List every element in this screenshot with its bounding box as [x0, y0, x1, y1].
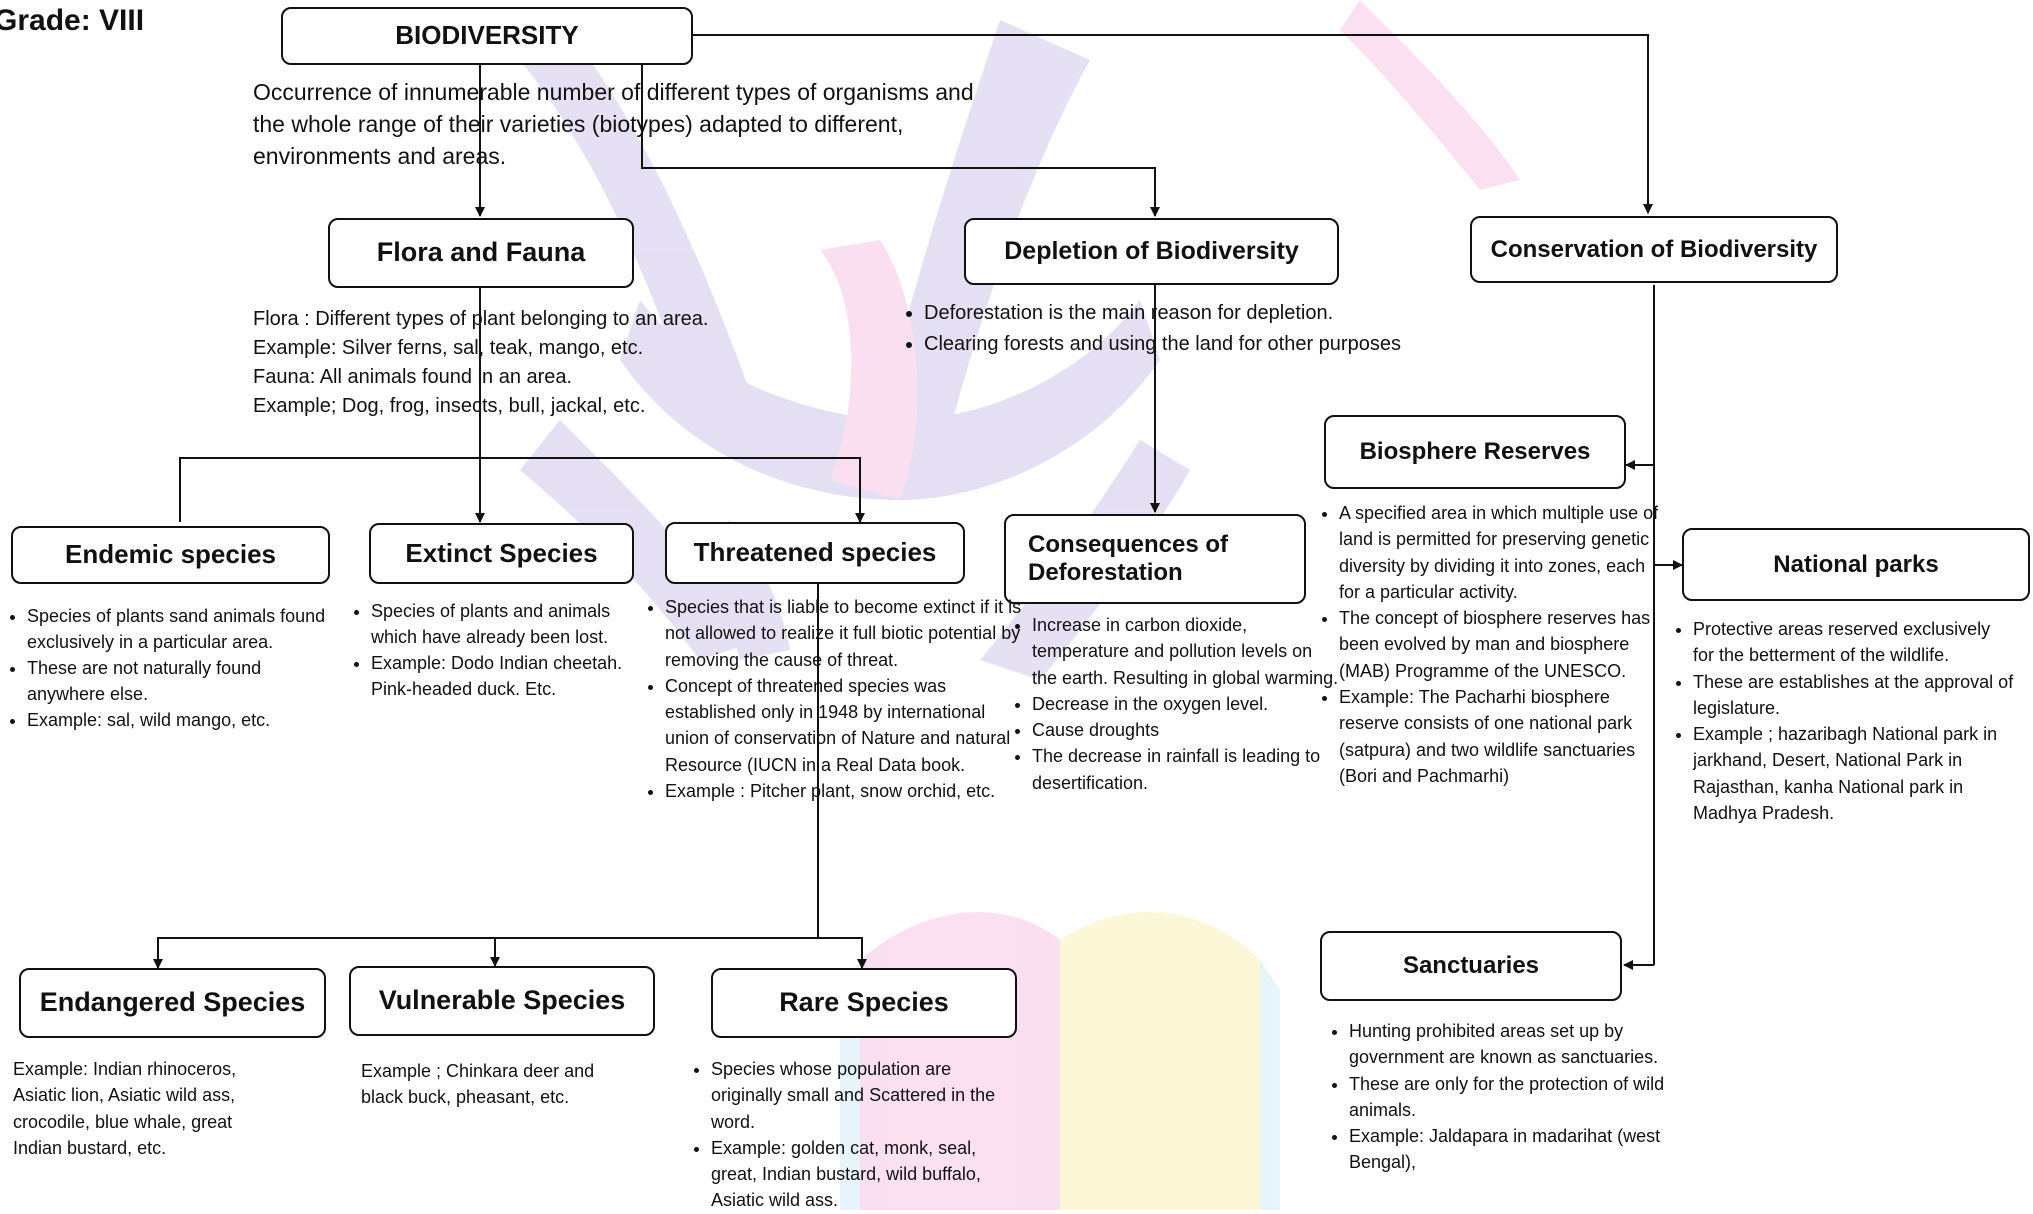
biosphere-bullet: The concept of biosphere reserves has be… — [1339, 605, 1664, 684]
vulnerable-line: black buck, pheasant, etc. — [361, 1087, 570, 1108]
extinct-bullets: Species of plants and animals which have… — [345, 598, 647, 702]
node-biosphere-reserves: Biosphere Reserves — [1324, 415, 1626, 489]
consequences-bullet: Increase in carbon dioxide, temperature … — [1032, 612, 1342, 691]
node-sanctuaries-title: Sanctuaries — [1402, 952, 1540, 980]
biosphere-bullet: Example: The Pacharhi biosphere reserve … — [1339, 684, 1664, 789]
node-consequences: Consequences of Deforestation — [1004, 514, 1306, 604]
node-threatened-title: Threatened species — [693, 537, 937, 568]
sanctuaries-bullet: These are only for the protection of wil… — [1349, 1071, 1669, 1124]
endemic-bullets: Species of plants sand animals found exc… — [1, 603, 327, 733]
consequences-bullet: The decrease in rainfall is leading to d… — [1032, 743, 1342, 796]
rare-bullets: Species whose population are originally … — [685, 1056, 1017, 1214]
sanctuaries-bullets: Hunting prohibited areas set up by gover… — [1323, 1018, 1669, 1176]
flora-fauna-line: Flora : Different types of plant belongi… — [253, 308, 709, 330]
flora-fauna-line: Example; Dog, frog, insects, bull, jacka… — [253, 395, 646, 417]
node-vulnerable: Vulnerable Species — [349, 966, 655, 1036]
biosphere-bullet: A specified area in which multiple use o… — [1339, 500, 1664, 605]
node-rare: Rare Species — [711, 968, 1017, 1038]
rare-bullet: Example: golden cat, monk, seal, great, … — [711, 1135, 1017, 1214]
threatened-bullet: Example : Pitcher plant, snow orchid, et… — [665, 778, 1023, 804]
node-threatened: Threatened species — [665, 522, 965, 584]
node-endangered: Endangered Species — [19, 968, 326, 1038]
node-extinct-title: Extinct Species — [405, 537, 598, 568]
node-biodiversity-title: BIODIVERSITY — [395, 20, 579, 51]
threatened-bullet: Species that is liable to become extinct… — [665, 594, 1023, 673]
node-national-parks-title: National parks — [1773, 550, 1939, 578]
node-conservation: Conservation of Biodiversity — [1470, 216, 1838, 283]
consequences-bullet: Decrease in the oxygen level. — [1032, 691, 1342, 717]
endangered-line: Asiatic lion, Asiatic wild ass, — [13, 1085, 236, 1106]
node-rare-title: Rare Species — [779, 987, 949, 1018]
threatened-bullets: Species that is liable to become extinct… — [639, 594, 1023, 804]
national-parks-bullets: Protective areas reserved exclusively fo… — [1667, 616, 2015, 826]
national-parks-bullet: These are establishes at the approval of… — [1693, 669, 2015, 722]
national-parks-bullet: Example ; hazaribagh National park in ja… — [1693, 721, 2015, 826]
endangered-line: Example: Indian rhinoceros, — [13, 1059, 237, 1079]
depletion-bullet: Clearing forests and using the land for … — [924, 329, 1484, 360]
endangered-line: crocodile, blue whale, great — [13, 1111, 233, 1132]
extinct-bullet: Species of plants and animals which have… — [371, 598, 647, 650]
node-national-parks: National parks — [1682, 528, 2030, 601]
node-depletion: Depletion of Biodiversity — [964, 218, 1339, 285]
sanctuaries-bullet: Example: Jaldapara in madarihat (west Be… — [1349, 1123, 1669, 1176]
node-biosphere-title: Biosphere Reserves — [1359, 438, 1591, 466]
node-flora-fauna: Flora and Fauna — [328, 218, 634, 288]
rare-bullet: Species whose population are originally … — [711, 1056, 1017, 1135]
depletion-bullets: Deforestation is the main reason for dep… — [898, 298, 1484, 360]
endangered-line: Indian bustard, etc. — [13, 1137, 167, 1158]
sanctuaries-bullet: Hunting prohibited areas set up by gover… — [1349, 1018, 1669, 1071]
vulnerable-line: Example ; Chinkara deer and — [361, 1061, 595, 1081]
node-endangered-title: Endangered Species — [39, 987, 306, 1018]
flora-fauna-text: Flora : Different types of plant belongi… — [253, 305, 708, 421]
node-endemic: Endemic species — [11, 526, 330, 584]
node-endemic-title: Endemic species — [65, 539, 276, 570]
grade-label: Grade: VIII — [0, 4, 145, 37]
definition-line: Occurrence of innumerable number of diff… — [253, 79, 974, 105]
national-parks-bullet: Protective areas reserved exclusively fo… — [1693, 616, 2015, 669]
endemic-bullet: Species of plants sand animals found exc… — [27, 603, 327, 655]
consequences-bullets: Increase in carbon dioxide, temperature … — [1006, 612, 1342, 796]
threatened-bullet: Concept of threatened species was establ… — [665, 673, 1023, 778]
biosphere-bullets: A specified area in which multiple use o… — [1313, 500, 1664, 789]
definition-line: environments and areas. — [253, 143, 507, 169]
node-vulnerable-title: Vulnerable Species — [378, 985, 626, 1016]
endangered-text: Example: Indian rhinoceros, Asiatic lion… — [13, 1056, 236, 1161]
flora-fauna-line: Fauna: All animals found in an area. — [253, 366, 573, 388]
node-sanctuaries: Sanctuaries — [1320, 931, 1622, 1001]
biodiversity-definition: Occurrence of innumerable number of diff… — [253, 76, 974, 172]
depletion-bullet: Deforestation is the main reason for dep… — [924, 298, 1484, 329]
endemic-bullet: These are not naturally found anywhere e… — [27, 655, 327, 707]
flora-fauna-line: Example: Silver ferns, sal, teak, mango,… — [253, 337, 644, 359]
node-conservation-title: Conservation of Biodiversity — [1490, 235, 1818, 263]
node-extinct: Extinct Species — [369, 523, 634, 584]
node-depletion-title: Depletion of Biodiversity — [1004, 237, 1299, 266]
endemic-bullet: Example: sal, wild mango, etc. — [27, 707, 327, 733]
consequences-bullet: Cause droughts — [1032, 717, 1342, 743]
vulnerable-text: Example ; Chinkara deer and black buck, … — [361, 1058, 594, 1111]
node-consequences-title: Consequences of Deforestation — [1028, 531, 1229, 586]
node-biodiversity: BIODIVERSITY — [281, 7, 693, 65]
extinct-bullet: Example: Dodo Indian cheetah. Pink-heade… — [371, 650, 647, 702]
definition-line: the whole range of their varieties (biot… — [253, 111, 904, 137]
node-flora-fauna-title: Flora and Fauna — [376, 237, 586, 268]
